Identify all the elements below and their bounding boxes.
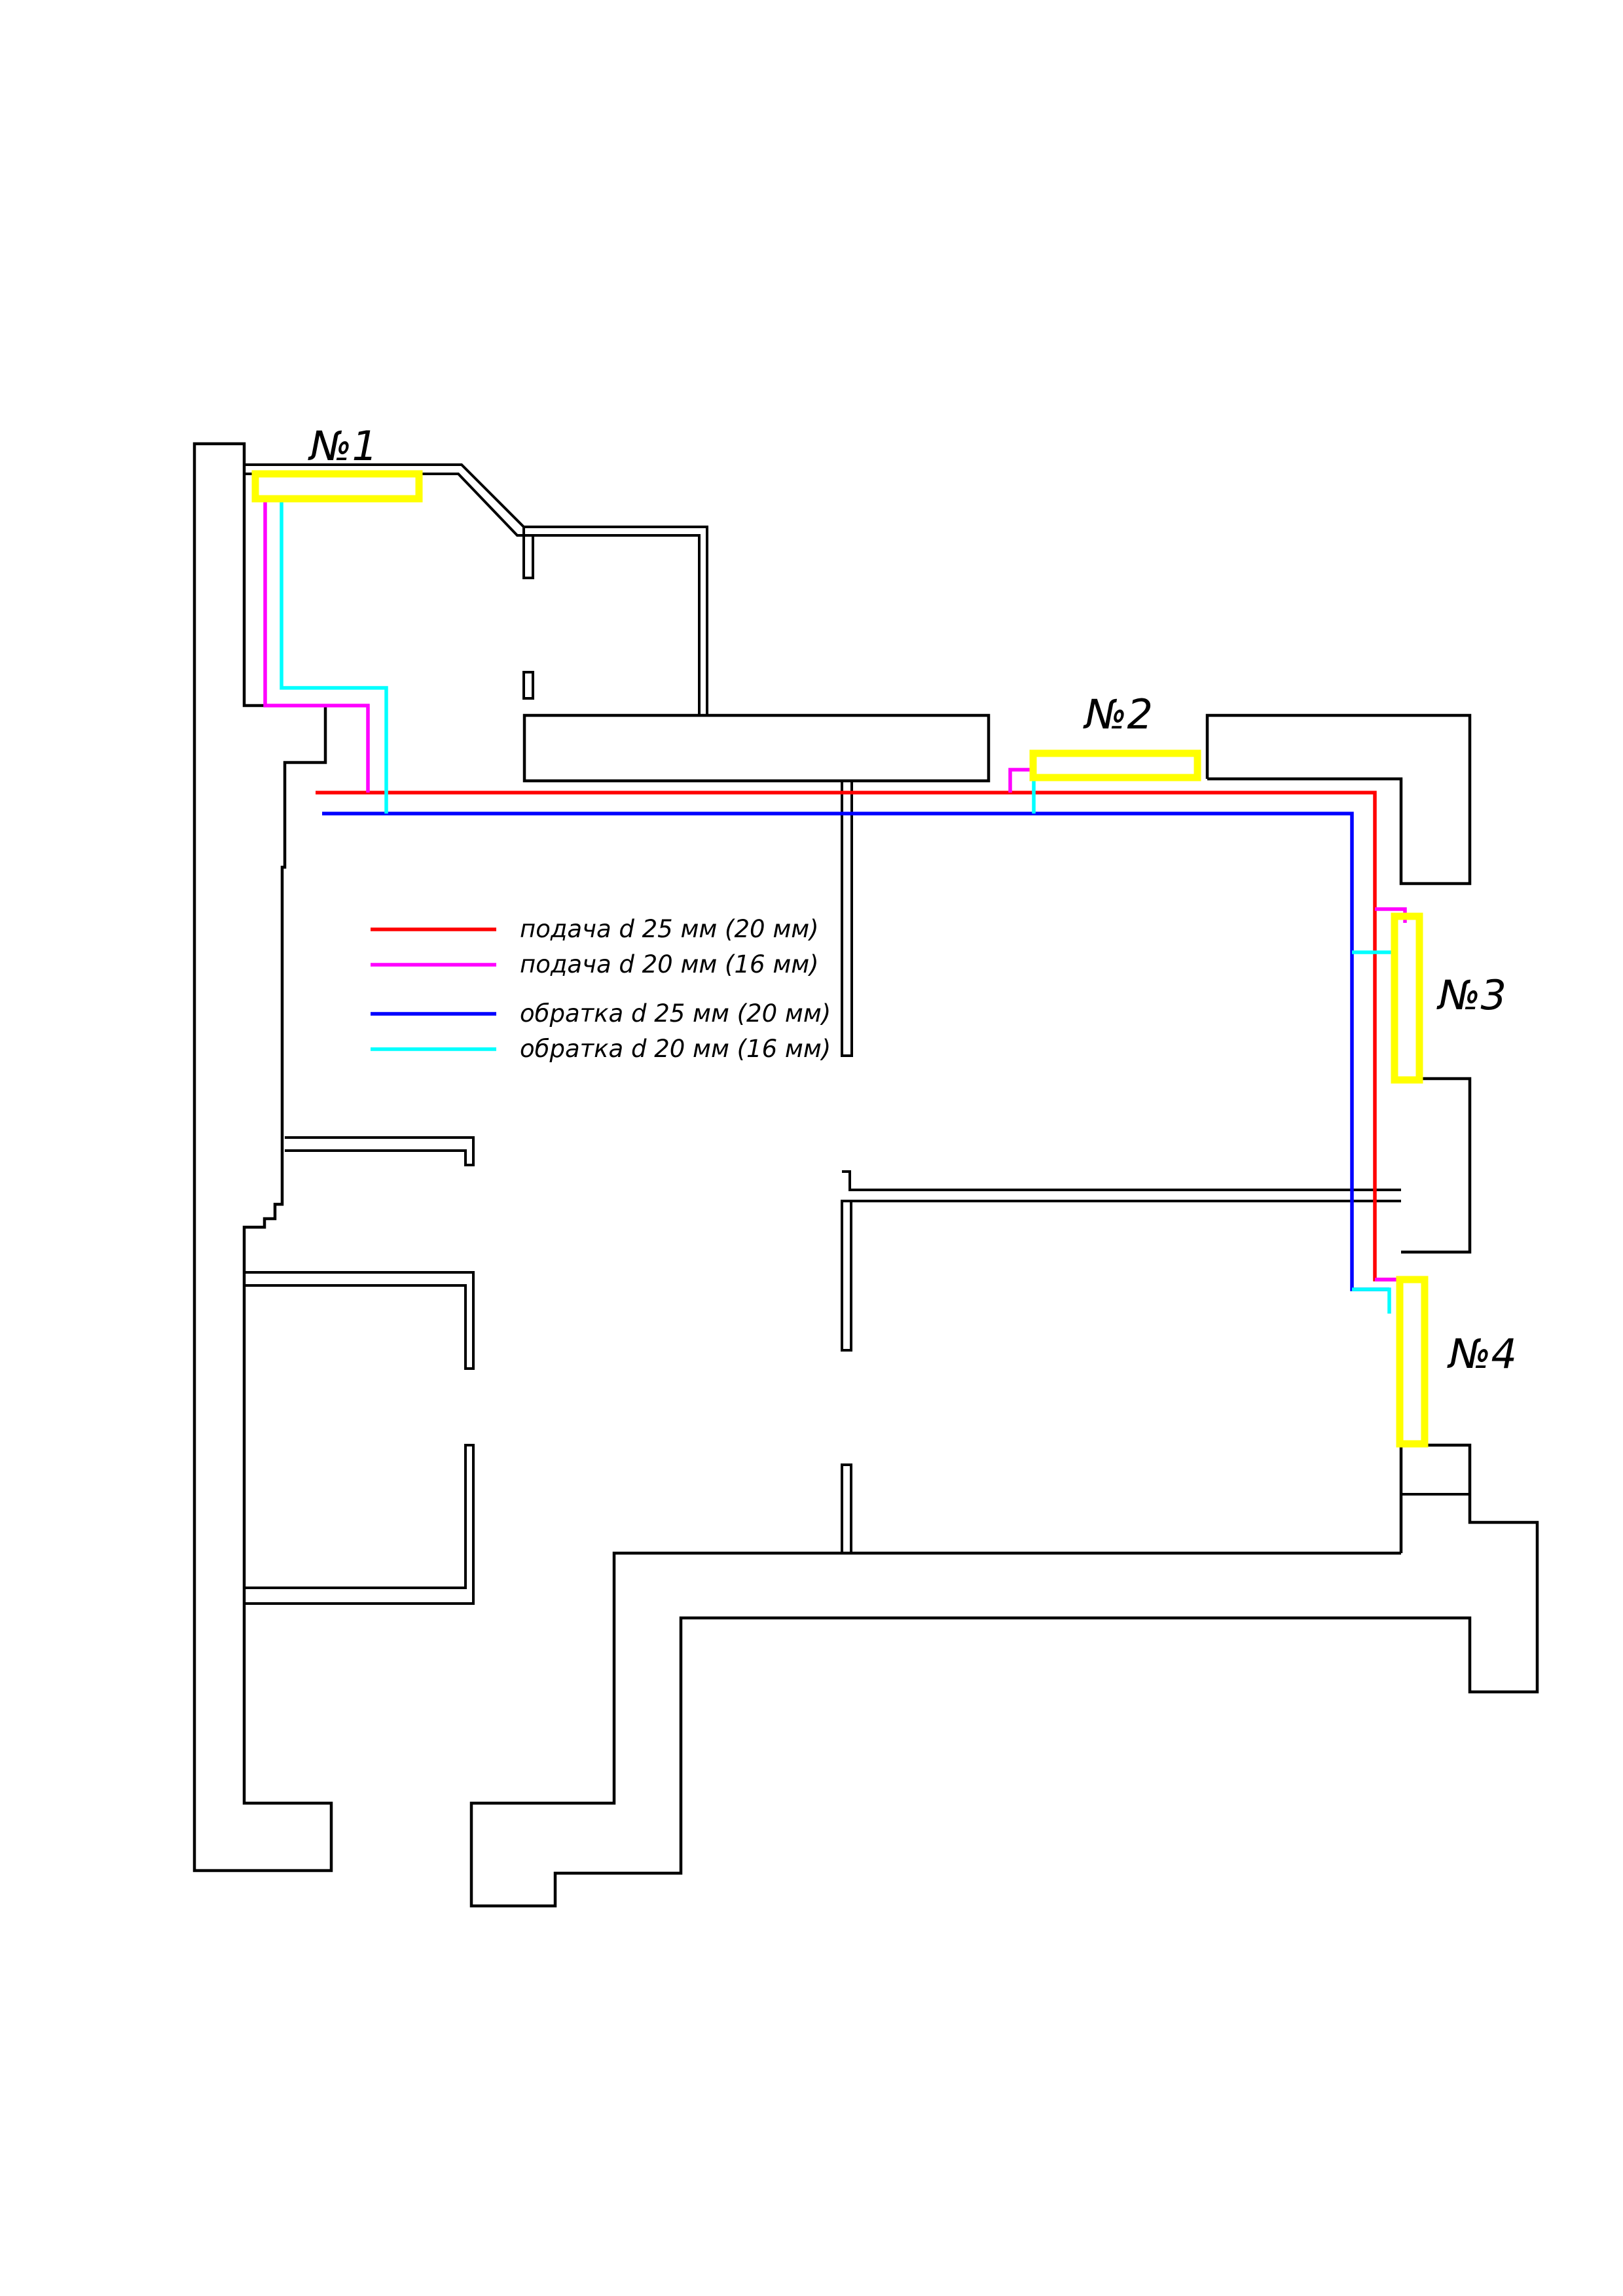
radiator-2 — [1029, 749, 1201, 781]
radiators — [251, 470, 1429, 1448]
right-top-wall — [1205, 713, 1472, 886]
return-main-pipe — [322, 812, 1389, 1291]
right-mid-wall — [1401, 1077, 1472, 1254]
radiator-4 — [1396, 1276, 1429, 1448]
room-wall-2 — [244, 1271, 475, 1370]
lower-partition — [841, 1463, 852, 1554]
legend-text-supply-main: подача d 25 мм (20 мм) — [520, 915, 819, 943]
radiator-label-4: №4 — [1447, 1330, 1517, 1378]
bottom-wall — [469, 1443, 1539, 1908]
radiator-3 — [1391, 912, 1423, 1084]
radiator-label-3: №3 — [1436, 971, 1506, 1019]
legend-text-return-main: обратка d 25 мм (20 мм) — [520, 999, 831, 1028]
left-outer-wall — [192, 442, 333, 1873]
top-wall-inner — [244, 473, 701, 715]
central-partition — [841, 780, 853, 1057]
pipes — [263, 499, 1407, 1314]
supply-branch-2 — [1008, 768, 1030, 793]
wall-stub — [522, 527, 534, 579]
supply-branch-1 — [263, 499, 370, 793]
middle-wall — [842, 1170, 1401, 1191]
middle-partition — [841, 1200, 852, 1352]
return-branch-4 — [1352, 1287, 1391, 1314]
walls — [192, 442, 1539, 1908]
room-wall-3 — [244, 1444, 475, 1605]
radiator-1 — [251, 470, 423, 503]
legend-text-return-branch: обратка d 20 мм (16 мм) — [520, 1035, 831, 1063]
radiator-labels: №1 №2 №3 №4 — [308, 422, 1517, 1378]
legend: подача d 25 мм (20 мм) подача d 20 мм (1… — [371, 915, 831, 1063]
room-wall-1 — [285, 1136, 475, 1166]
wall-stub-small — [522, 671, 534, 700]
radiator-label-2: №2 — [1083, 691, 1153, 738]
return-branch-1 — [280, 499, 388, 814]
central-wall-block — [522, 713, 991, 783]
supply-main-pipe — [316, 791, 1403, 1283]
legend-text-supply-branch: подача d 20 мм (16 мм) — [520, 950, 819, 978]
radiator-label-1: №1 — [308, 422, 378, 470]
